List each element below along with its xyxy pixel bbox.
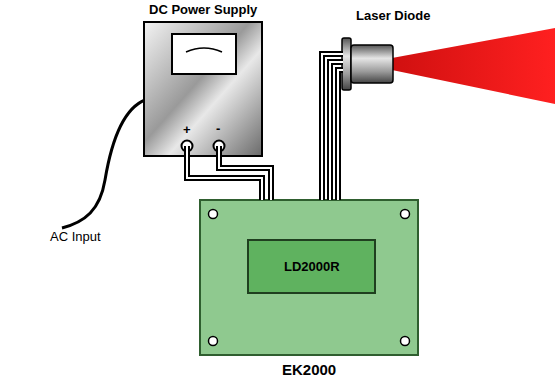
laser-flange [342,38,351,90]
node-heading: Laser Diode [356,8,430,23]
module-chip: LD2000R [248,240,375,293]
wire-core [338,70,343,200]
laser-beam [392,28,555,104]
wire [330,62,343,200]
laser-diode: Laser Diode [342,38,393,90]
wire-core [322,54,343,200]
wire [322,54,343,200]
wire [187,146,262,200]
circuit-board: EK2000LD2000R [200,200,418,355]
wire-bundle [322,54,343,200]
laser-body [351,45,393,83]
polarity-label: - [216,121,220,136]
wire-core [219,146,271,200]
wire-core [330,62,343,200]
mount-hole [209,210,218,219]
node-heading: DC Power Supply [149,2,257,17]
power-supply: DC Power Supply [144,22,262,156]
mount-hole [401,337,410,346]
power-supply-body [144,22,262,156]
node-heading: LD2000R [284,259,340,274]
wire-bundle [187,146,271,200]
mount-hole [401,210,410,219]
wire [338,70,343,200]
polarity-label: + [183,122,191,137]
wire [219,146,271,200]
wire-core [187,146,262,200]
meter [172,34,236,74]
node-heading: EK2000 [282,361,336,378]
meter-scale [186,48,222,52]
cord-label: AC Input [50,229,101,244]
ac-cord [62,100,145,228]
module-chip [248,240,375,293]
circuit-board [200,200,418,355]
mount-hole [209,337,218,346]
